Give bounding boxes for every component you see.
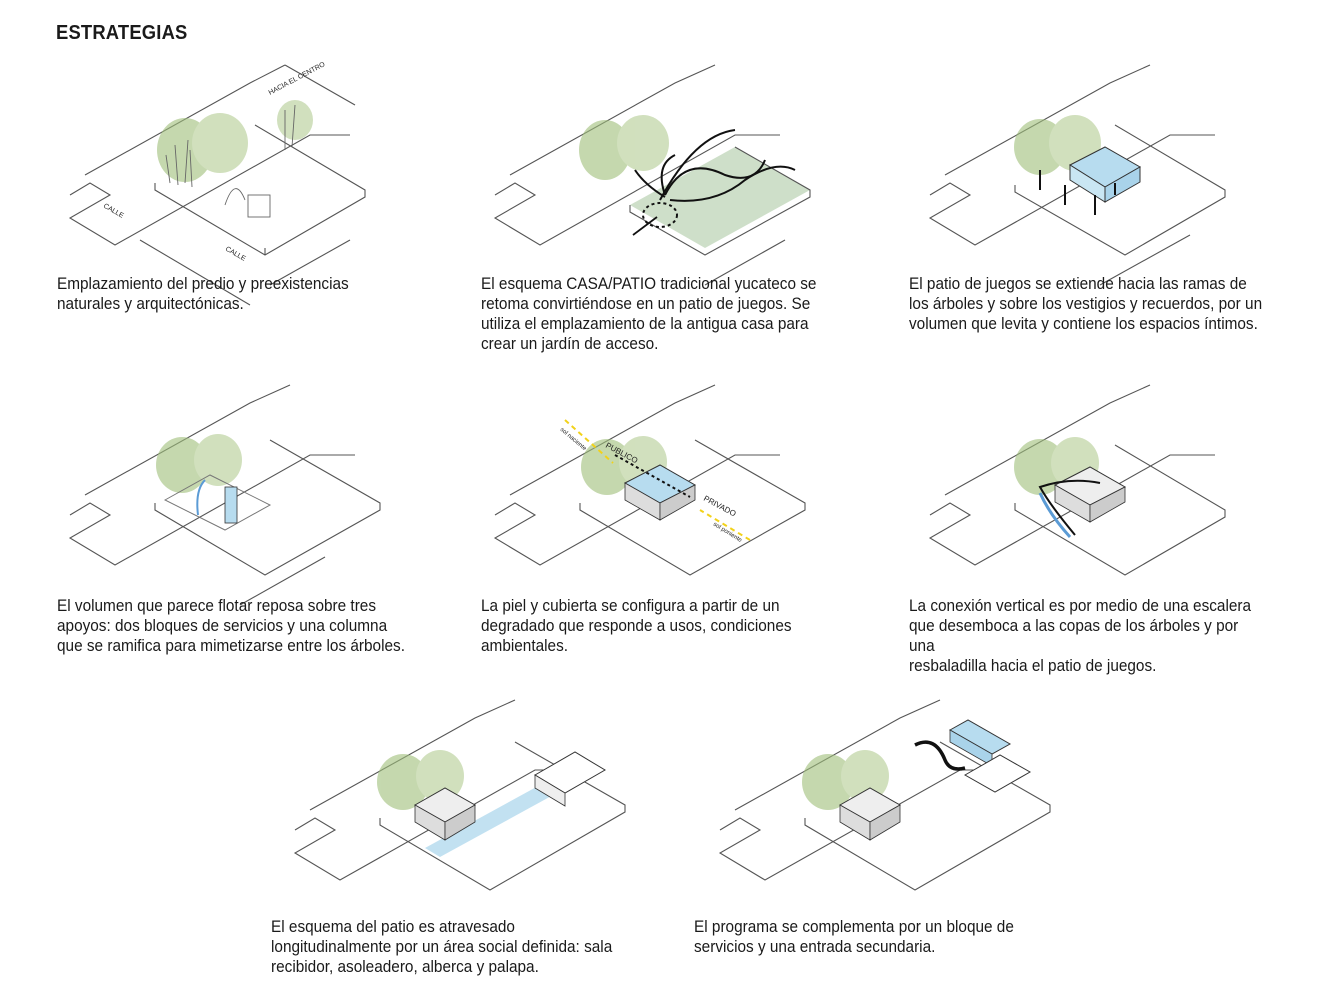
street-edge <box>944 64 1151 176</box>
caption-6: La conexión vertical es por medio de una… <box>909 597 1252 675</box>
street-edge <box>139 239 251 306</box>
caption-4: El volumen que parece flotar reposa sobr… <box>57 597 405 655</box>
site-axonometric-1: HACIA EL CENTRO CALLE CALLE <box>68 61 366 306</box>
street-edge <box>704 239 786 286</box>
label-calle-1: CALLE <box>102 203 125 220</box>
diagram-panel-2 <box>493 55 815 286</box>
street-edge <box>68 454 355 566</box>
sun-rise-ray <box>564 419 614 464</box>
diagram-panel-3 <box>928 55 1230 286</box>
street-edge <box>1099 234 1191 286</box>
caption-7: El esquema del patio es atravesado longi… <box>271 918 613 976</box>
street-edge <box>68 134 350 246</box>
caption-2: El esquema CASA/PATIO tradicional yucate… <box>481 275 817 353</box>
label-sol-naciente: sol naciente <box>559 427 588 453</box>
lift-arrows <box>1039 170 1116 215</box>
page-title: ESTRATEGIAS <box>56 22 188 44</box>
street-edge <box>269 239 351 286</box>
branching-column <box>196 479 206 516</box>
play-paths <box>634 129 796 202</box>
street-edge <box>509 64 716 176</box>
access-garden-circle <box>642 202 678 228</box>
diagram-panel-4 <box>68 375 390 606</box>
street-edge <box>509 384 716 496</box>
street-edge <box>84 64 286 176</box>
social-axis <box>425 785 555 857</box>
street-edge <box>928 454 1215 566</box>
diagram-panel-5: PUBLICO PRIVADO sol naciente sol ponient… <box>493 375 815 585</box>
caption-3: El patio de juegos se extiende hacia las… <box>909 275 1263 333</box>
lot-outline <box>379 741 626 891</box>
patio-area <box>630 147 810 248</box>
street-edge <box>734 699 941 811</box>
street-edge <box>928 134 1215 246</box>
diagram-panel-1: HACIA EL CENTRO CALLE CALLE <box>68 55 370 306</box>
lot-outline <box>629 146 811 256</box>
caption-5: La piel y cubierta se configura a partir… <box>481 597 792 655</box>
label-calle-2: CALLE <box>224 246 247 263</box>
street-edge <box>309 699 516 811</box>
tree-canopy <box>579 115 669 180</box>
street-edge <box>493 134 780 246</box>
caption-8: El programa se complementa por un bloque… <box>694 918 1014 956</box>
program-complement-axonometric <box>718 699 1051 891</box>
entry-arrow <box>632 216 658 236</box>
stair-arrow <box>1038 479 1101 536</box>
caption-1: Emplazamiento del predio y preexistencia… <box>57 275 349 313</box>
slide-path <box>1038 492 1072 539</box>
tree-canopy <box>802 750 889 810</box>
tree-canopy <box>156 434 242 493</box>
label-hacia-el-centro: HACIA EL CENTRO <box>268 61 327 97</box>
lot-outline <box>1014 124 1226 256</box>
street-edge <box>944 384 1151 496</box>
service-block <box>224 486 238 524</box>
lot-outline <box>579 439 806 576</box>
street-edge <box>284 64 356 106</box>
diagram-panel-7 <box>285 690 645 900</box>
lot-outline <box>154 124 366 256</box>
public-private-axis <box>614 454 691 498</box>
lot-outline <box>154 439 381 576</box>
lot-outline <box>1014 444 1226 576</box>
social-area-axonometric <box>293 699 626 891</box>
diagram-panel-6 <box>928 375 1230 585</box>
secondary-entry-arrow <box>914 740 966 771</box>
street-edge <box>239 556 326 606</box>
street-edge <box>493 454 780 566</box>
patio-scheme-axonometric <box>493 64 811 286</box>
tree-canopy <box>157 100 313 182</box>
diagram-panel-8 <box>710 690 1060 900</box>
lot-outline <box>804 741 1051 891</box>
tree-canopy <box>377 750 464 810</box>
floating-volume-axonometric <box>928 64 1226 286</box>
skin-gradient-axonometric: PUBLICO PRIVADO sol naciente sol ponient… <box>493 384 806 576</box>
sun-set-ray <box>699 509 751 541</box>
street-edge <box>84 384 291 496</box>
supports-axonometric <box>68 384 381 606</box>
street-edge <box>293 769 580 881</box>
glass-volume <box>163 474 272 531</box>
vertical-connection-axonometric <box>928 384 1226 576</box>
